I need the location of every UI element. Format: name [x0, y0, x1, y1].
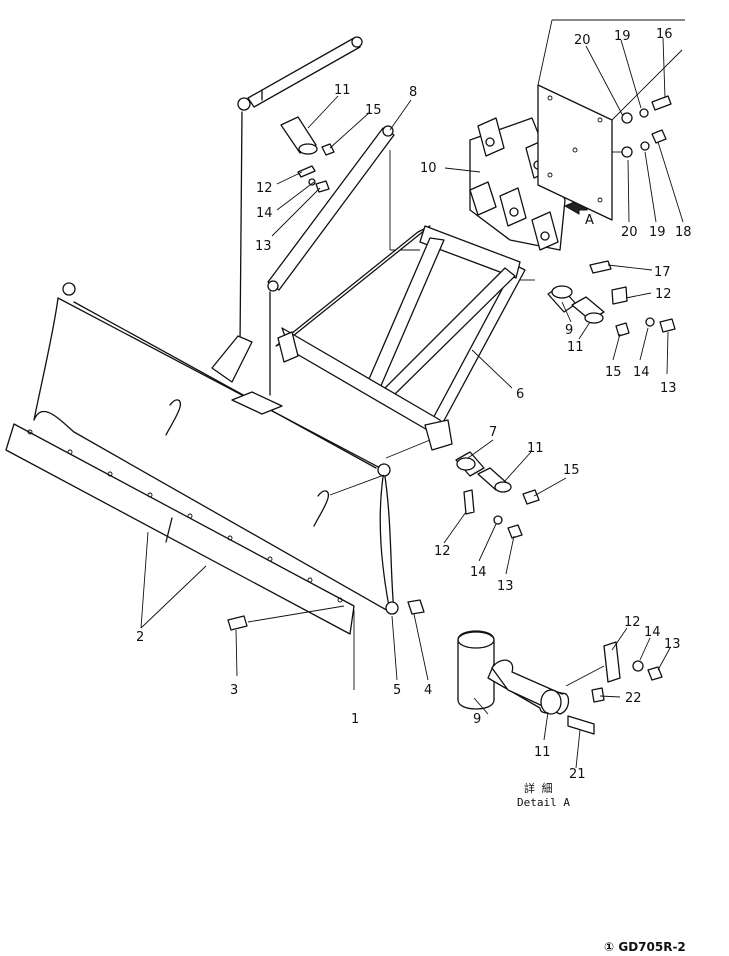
label-9b: 9: [473, 712, 481, 727]
label-3: 3: [230, 683, 238, 698]
label-5: 5: [393, 683, 401, 698]
upper-pin-set: [280, 116, 335, 193]
label-11c: 11: [527, 441, 544, 456]
label-19b: 19: [649, 225, 666, 240]
label-13b: 13: [660, 381, 677, 396]
a-frame: [275, 225, 535, 451]
cutting-edge: [5, 423, 355, 635]
label-14b: 14: [633, 365, 650, 380]
label-9a: 9: [565, 323, 573, 338]
right-pin-set: [547, 260, 676, 337]
label-11a: 11: [334, 83, 351, 98]
label-14d: 14: [644, 625, 661, 640]
label-12d: 12: [624, 615, 641, 630]
detail-caption-jp: 詳 細: [524, 781, 553, 795]
label-11d: 11: [534, 745, 551, 760]
label-18: 18: [675, 225, 692, 240]
drawing-code: ① GD705R-2: [604, 940, 686, 954]
label-12c: 12: [434, 544, 451, 559]
label-17: 17: [654, 265, 671, 280]
detail-a-view: [457, 627, 671, 769]
label-11b: 11: [567, 340, 584, 355]
lower-pin-set: [455, 451, 540, 539]
detail-caption-en: Detail A: [517, 796, 570, 809]
label-14a: 14: [256, 206, 273, 221]
strut-rod: [267, 125, 420, 396]
label-16: 16: [656, 27, 673, 42]
back-plate: [537, 19, 685, 221]
label-10: 10: [420, 161, 437, 176]
label-15c: 15: [563, 463, 580, 478]
label-12a: 12: [256, 181, 273, 196]
label-15b: 15: [605, 365, 622, 380]
label-12b: 12: [655, 287, 672, 302]
label-view-a: A: [585, 213, 594, 228]
moldboard-blade: [33, 282, 395, 613]
label-1: 1: [351, 712, 359, 727]
label-7: 7: [489, 425, 497, 440]
lift-cylinder: [237, 36, 363, 346]
plate-fasteners: [612, 95, 672, 158]
label-21: 21: [569, 767, 586, 782]
label-13d: 13: [664, 637, 681, 652]
label-8: 8: [409, 85, 417, 100]
label-19a: 19: [614, 29, 631, 44]
leader-lines: [140, 37, 684, 690]
label-20b: 20: [621, 225, 638, 240]
blade-fasteners: [227, 599, 425, 631]
label-2: 2: [136, 630, 144, 645]
label-20a: 20: [574, 33, 591, 48]
label-13c: 13: [497, 579, 514, 594]
label-4: 4: [424, 683, 432, 698]
label-22: 22: [625, 691, 642, 706]
label-6: 6: [516, 387, 524, 402]
part-labels: 1 2 3 4 5 6 7 8 9 9 10 11 11 11 11 12 12…: [136, 27, 692, 782]
label-14c: 14: [470, 565, 487, 580]
label-15a: 15: [365, 103, 382, 118]
label-13a: 13: [255, 239, 272, 254]
